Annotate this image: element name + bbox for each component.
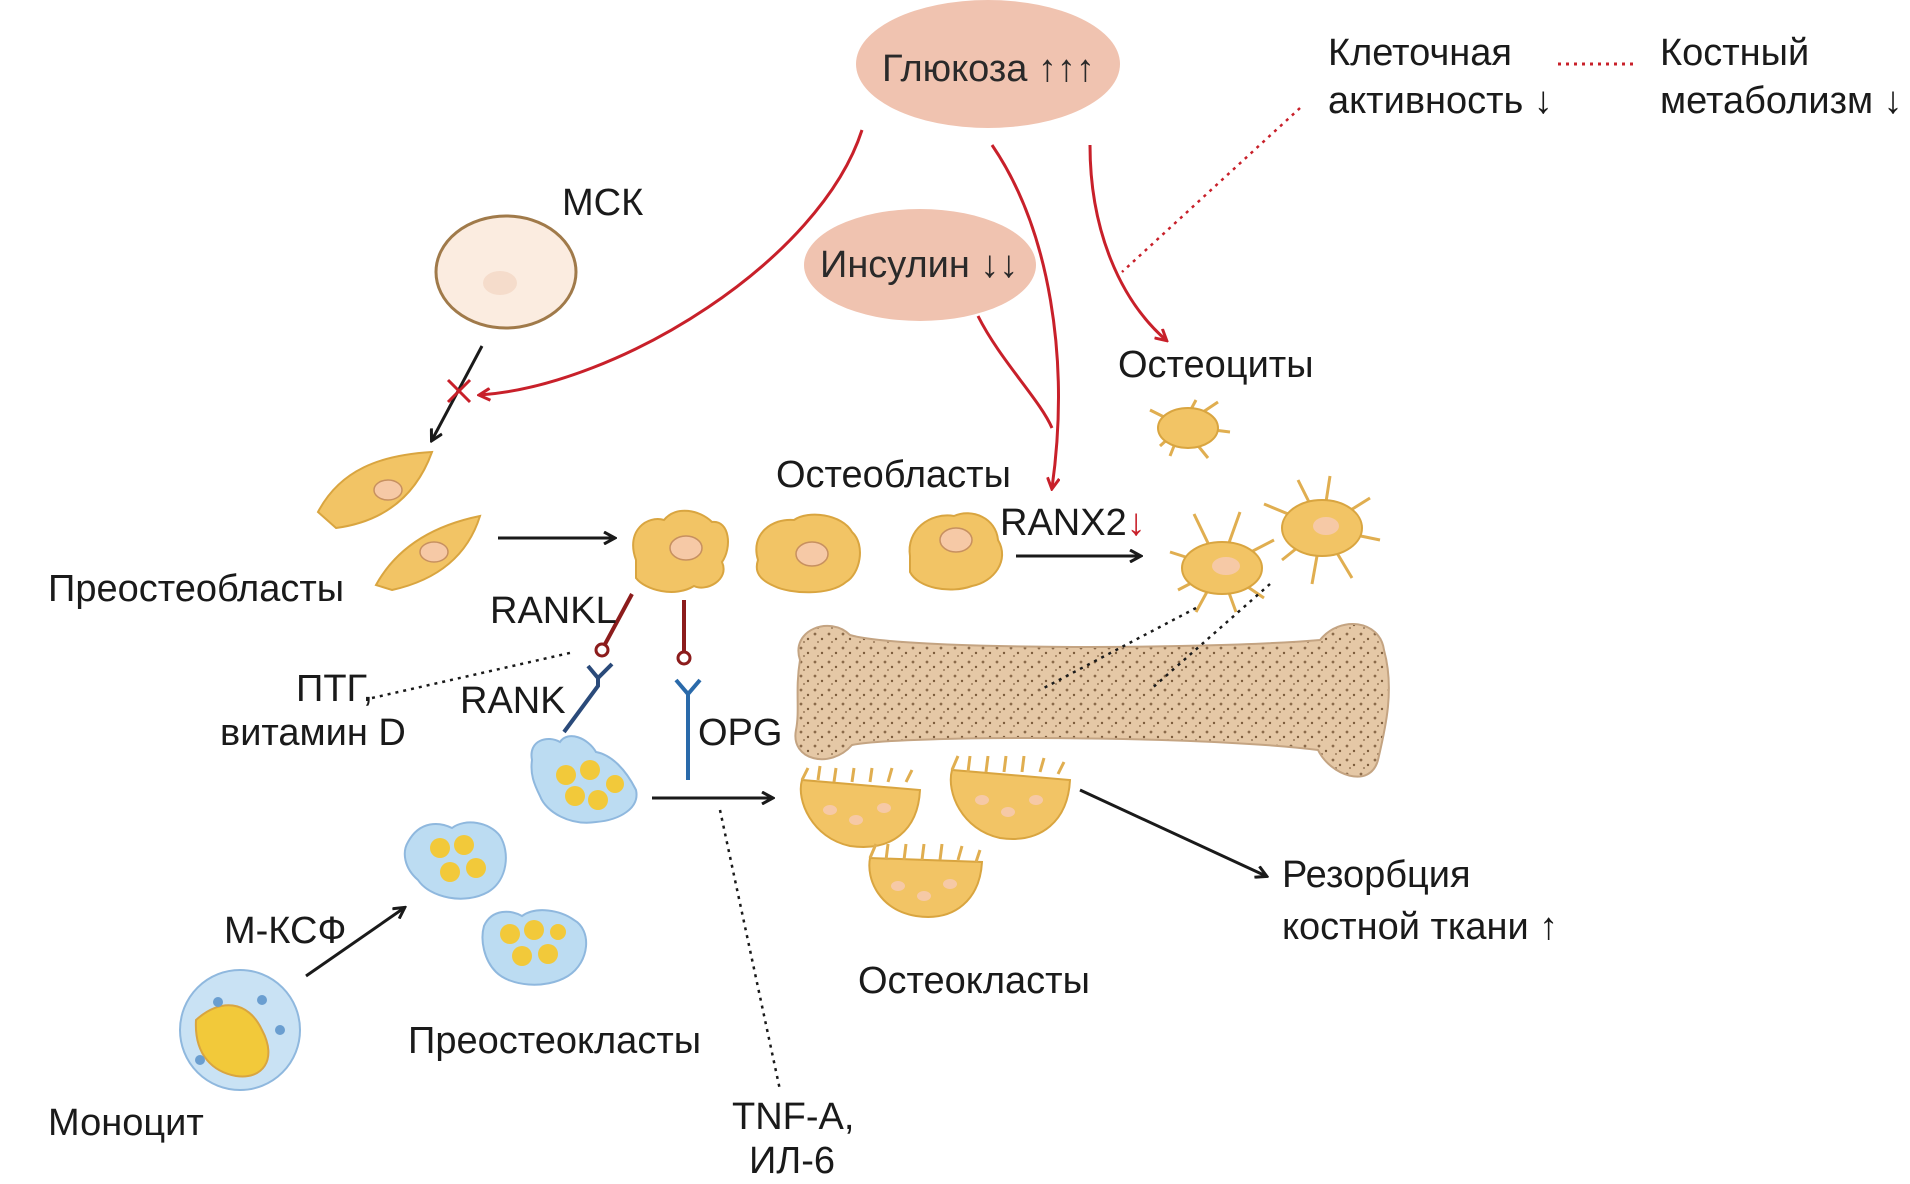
opg-label: OPG xyxy=(698,712,783,754)
glucose-to-msc-inhibition-arrow xyxy=(480,129,864,395)
osteocyte-bone-dotted-line xyxy=(1039,606,1197,692)
preosteoblast-cell xyxy=(374,514,482,592)
monocyte-to-preosteoclast-arrow xyxy=(305,908,404,978)
osteoblast-cell xyxy=(632,509,729,593)
preosteoclast-cell xyxy=(530,735,638,824)
tnf-dotted-line xyxy=(718,809,782,1091)
rankl-ligand xyxy=(594,642,610,658)
glucose-oval xyxy=(856,0,1120,128)
resorption-label-line1: Резорбция xyxy=(1282,854,1471,896)
ranx2-text: RANX2 xyxy=(1000,502,1127,544)
monocyte-label: Моноцит xyxy=(48,1102,204,1144)
legend-dotted-link xyxy=(1121,107,1301,273)
tnf-label-line2: ИЛ-6 xyxy=(748,1140,836,1182)
msc-cell xyxy=(434,214,578,330)
glucose-to-osteocytes-arrow xyxy=(1088,144,1166,340)
ranx2-down-arrow: ↓ xyxy=(1126,502,1146,544)
glucose-label: Глюкоза ↑↑↑ xyxy=(882,48,1095,90)
pth-label-line2: витамин D xyxy=(220,712,406,754)
osteocytes-label: Остеоциты xyxy=(1118,344,1314,386)
legend-left-line2: активность ↓ xyxy=(1328,80,1553,122)
osteoclast-to-resorption-arrow xyxy=(1079,788,1266,876)
tnf-label-line1: TNF-A, xyxy=(732,1096,855,1138)
rank-receptor xyxy=(562,662,614,734)
osteoblasts-label: Остеобласты xyxy=(776,454,1011,496)
osteoclast-cell xyxy=(868,843,984,918)
osteocyte-bone-dotted-line xyxy=(1149,583,1271,691)
preosteoclasts-label: Преостеокласты xyxy=(408,1020,702,1062)
opg-ligand xyxy=(676,650,692,666)
osteocyte-nucleus xyxy=(1313,517,1339,535)
preosteoblasts-label: Преостеобласты xyxy=(48,568,345,610)
resorption-label-line2: костной ткани ↑ xyxy=(1282,906,1559,948)
osteoblast-cell xyxy=(908,512,1004,591)
osteoblast-cell xyxy=(755,513,861,594)
osteocyte-nucleus xyxy=(1212,557,1240,575)
pth-label-line1: ПТГ, xyxy=(296,668,374,710)
pth-dotted-line xyxy=(371,650,575,700)
osteoclasts-label: Остеокласты xyxy=(858,960,1090,1002)
preosteoclast-cell xyxy=(481,909,588,986)
insulin-label: Инсулин ↓↓ xyxy=(820,244,1019,286)
osteoclast-cell xyxy=(799,765,922,848)
rank-label: RANK xyxy=(460,680,566,722)
legend-right-line1: Костный xyxy=(1660,32,1810,74)
mcsf-label: М-КСФ xyxy=(224,910,347,952)
osteocyte-body xyxy=(1157,407,1219,449)
legend-left-line1: Клеточная xyxy=(1328,32,1512,74)
monocyte-cell xyxy=(179,969,301,1091)
bone-icon xyxy=(794,623,1390,778)
preosteoblast-cell xyxy=(316,450,434,530)
legend-right-line2: метаболизм ↓ xyxy=(1660,80,1903,122)
block-cross-icon xyxy=(446,378,472,404)
rankl-label: RANKL xyxy=(490,590,617,632)
preosteoclast-cell xyxy=(403,821,507,900)
ranx2-label: RANX2↓ xyxy=(1000,500,1146,546)
opg-receptor xyxy=(674,678,702,780)
rankl-bar xyxy=(602,593,634,647)
insulin-to-ranx2-arrow xyxy=(976,315,1054,429)
msc-label: МСК xyxy=(562,182,644,224)
insulin-oval xyxy=(804,209,1036,321)
osteoclast-cell xyxy=(949,755,1072,840)
glucose-to-ranx2-arrow xyxy=(990,144,1058,488)
